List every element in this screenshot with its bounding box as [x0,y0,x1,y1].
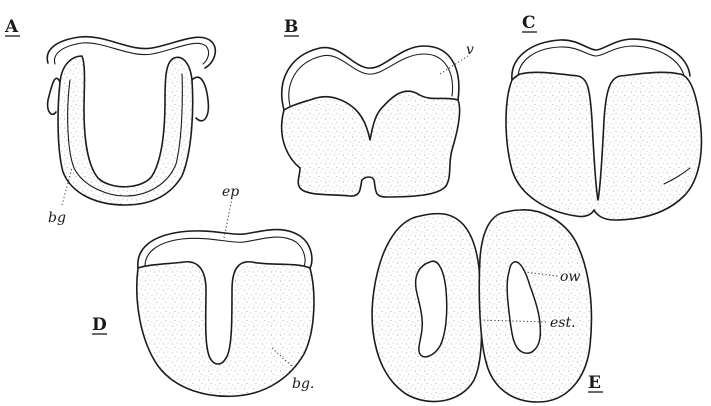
panel-e: E ow est. [372,210,603,402]
panel-d-epidermis-outer [138,230,312,268]
panel-a-neural-wall [58,56,193,205]
panel-c-label: C [522,13,536,33]
panel-a-bg-label: bg [48,210,66,226]
panel-d: D ep bg. [92,184,314,396]
panel-e-left-cavity [416,261,447,357]
panel-b: B v [282,17,474,197]
panel-a: A bg [4,17,215,226]
panel-d-ep-label: ep [222,184,239,200]
panel-a-label: A [4,17,19,37]
panel-c-neural-mass [506,72,701,220]
panel-d-epidermis-inner [145,237,305,266]
panel-e-ow-label: ow [560,269,580,285]
panel-b-v-label: v [466,42,474,58]
panel-c: C [506,13,701,220]
panel-d-neural-mass [137,262,314,397]
panel-e-est-label: est. [550,315,576,331]
panel-b-label: B [284,17,298,37]
panel-d-ep-leader [224,198,232,238]
panel-a-right-lip [192,77,208,121]
panel-d-bg-label: bg. [292,376,314,392]
panel-e-label: E [588,373,601,393]
panel-d-label: D [92,315,107,335]
panel-b-neural-mass [282,91,460,197]
